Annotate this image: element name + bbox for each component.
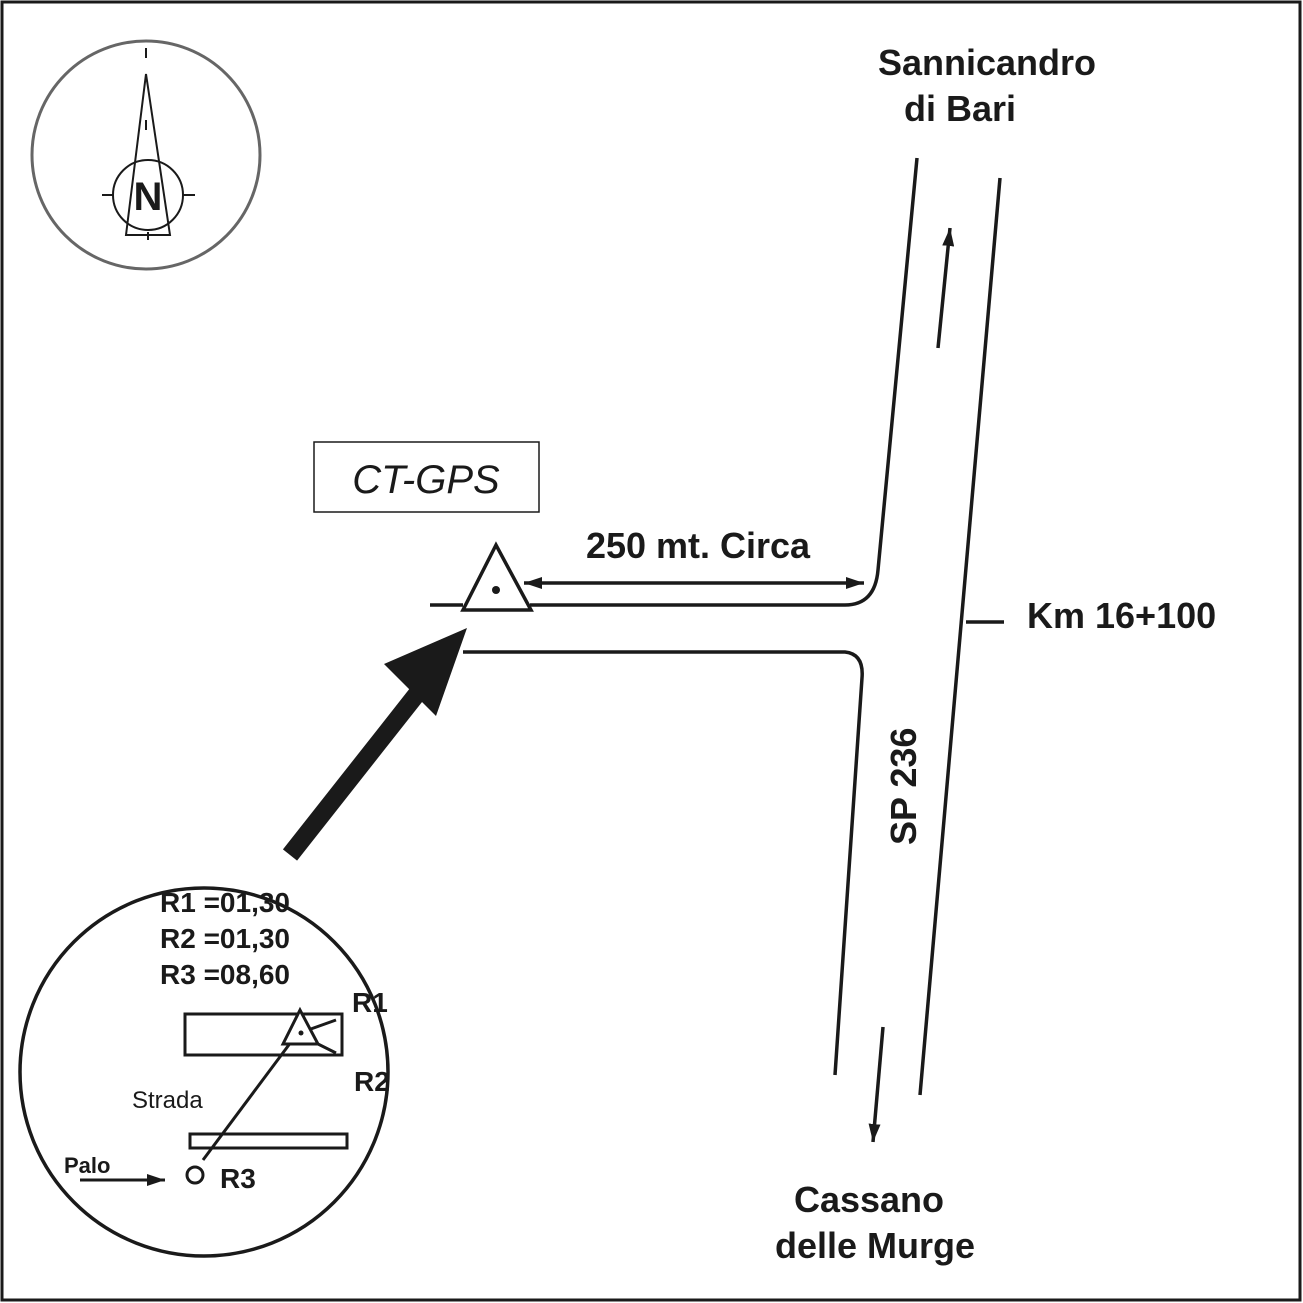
distance-label: 250 mt. Circa bbox=[586, 525, 811, 566]
inset-road-label: Strada bbox=[132, 1087, 203, 1114]
sp236-east-edge bbox=[918, 177, 1002, 1096]
inset-r1-label: R1 bbox=[352, 987, 388, 1018]
detail-inset: R1 =01,30 R2 =01,30 R3 =08,60 R1 R2 R3 S… bbox=[18, 886, 390, 1258]
inset-building-rect bbox=[183, 1012, 344, 1057]
south-destination-line1: Cassano bbox=[794, 1179, 944, 1220]
side-road-south-edge bbox=[463, 650, 864, 1076]
road-name-label: SP 236 bbox=[883, 728, 924, 845]
north-destination-line1: Sannicandro bbox=[878, 42, 1096, 83]
station-label: CT-GPS bbox=[352, 458, 500, 502]
inset-r3-value: R3 =08,60 bbox=[160, 959, 290, 990]
side-road-north-edge bbox=[530, 157, 919, 607]
northbound-arrow-icon bbox=[936, 227, 955, 349]
roads bbox=[430, 157, 1004, 1143]
inset-road-strip bbox=[188, 1132, 349, 1150]
compass-north-letter: N bbox=[134, 175, 163, 219]
south-destination-line2: delle Murge bbox=[775, 1225, 975, 1266]
north-destination-line2: di Bari bbox=[904, 88, 1016, 129]
inset-r2-label: R2 bbox=[354, 1066, 390, 1097]
inset-r2-value: R2 =01,30 bbox=[160, 923, 290, 954]
north-compass-icon: N bbox=[30, 39, 262, 271]
inset-pole-label: Palo bbox=[64, 1153, 110, 1178]
inset-r1-value: R1 =01,30 bbox=[160, 887, 290, 918]
gps-station-triangle-icon bbox=[460, 541, 534, 612]
inset-r3-label: R3 bbox=[220, 1163, 256, 1194]
station-label-box bbox=[313, 441, 540, 513]
detail-pointer-arrow-icon bbox=[282, 628, 467, 861]
pole-circle-icon bbox=[185, 1165, 205, 1185]
inset-station-triangle-icon bbox=[280, 1006, 321, 1046]
km-marker-label: Km 16+100 bbox=[1027, 595, 1216, 636]
southbound-arrow-icon bbox=[868, 1026, 885, 1143]
